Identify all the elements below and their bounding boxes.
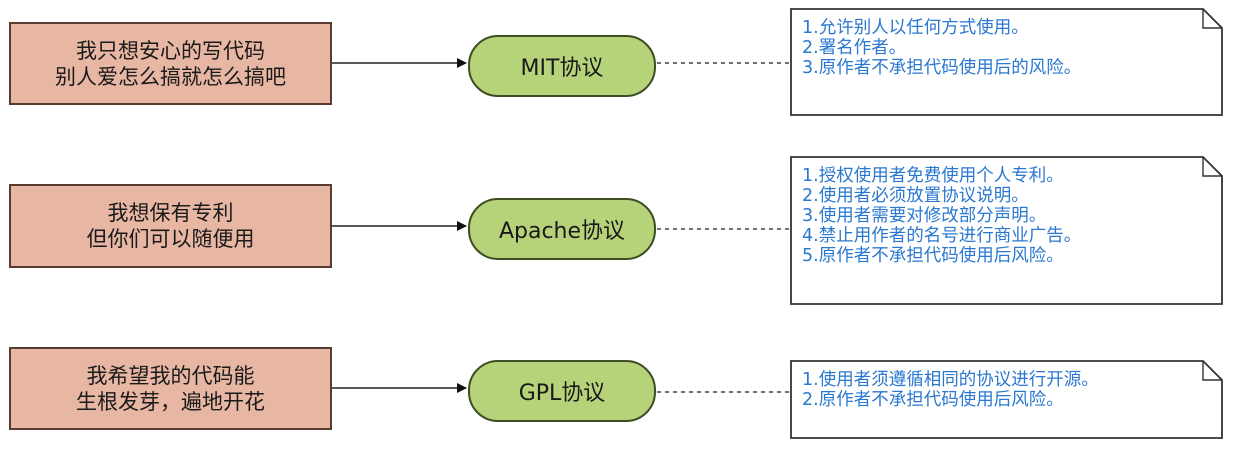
wish-line: 我希望我的代码能: [86, 363, 255, 388]
note-fold-mit: [1202, 9, 1222, 29]
term-item: 2.署名作者。: [802, 38, 907, 58]
term-item: 3.原作者不承担代码使用后的风险。: [802, 58, 1082, 78]
note-text-apache: 1.授权使用者免费使用个人专利。 2.使用者必须放置协议说明。 3.使用者需要对…: [802, 166, 1081, 266]
wish-line: 我想保有专利: [107, 201, 234, 225]
note-shape-apache: [790, 156, 1223, 305]
wish-line: 但你们可以随便用: [86, 227, 255, 251]
wish-box-mit: 我只想安心的写代码 别人爱怎么搞就怎么搞吧: [9, 22, 332, 105]
wish-box-apache: 我想保有专利 但你们可以随便用: [9, 184, 332, 268]
note-text-gpl: 1.使用者须遵循相同的协议进行开源。 2.原作者不承担代码使用后风险。: [802, 370, 1099, 410]
wish-line: 别人爱怎么搞就怎么搞吧: [55, 64, 286, 89]
term-item: 4.禁止用作者的名号进行商业广告。: [802, 226, 1082, 246]
term-item: 1.允许别人以任何方式使用。: [802, 18, 1029, 38]
term-item: 2.原作者不承担代码使用后风险。: [802, 390, 1064, 410]
term-item: 1.授权使用者免费使用个人专利。: [802, 166, 1064, 186]
wish-line: 我只想安心的写代码: [76, 38, 265, 63]
license-node-apache: Apache协议: [468, 198, 656, 260]
note-fold-gpl: [1202, 361, 1222, 381]
note-fold-apache: [1202, 157, 1222, 177]
wish-box-gpl: 我希望我的代码能 生根发芽，遍地开花: [9, 347, 332, 430]
license-node-mit: MIT协议: [468, 35, 656, 97]
note-shape-mit: [790, 8, 1223, 116]
note-shape-gpl: [790, 360, 1223, 439]
license-node-gpl: GPL协议: [468, 360, 656, 422]
wish-line: 生根发芽，遍地开花: [76, 389, 265, 414]
term-item: 5.原作者不承担代码使用后风险。: [802, 246, 1064, 266]
term-item: 2.使用者必须放置协议说明。: [802, 186, 1029, 206]
term-item: 3.使用者需要对修改部分声明。: [802, 206, 1047, 226]
note-text-mit: 1.允许别人以任何方式使用。 2.署名作者。 3.原作者不承担代码使用后的风险。: [802, 18, 1081, 78]
term-item: 1.使用者须遵循相同的协议进行开源。: [802, 370, 1099, 390]
